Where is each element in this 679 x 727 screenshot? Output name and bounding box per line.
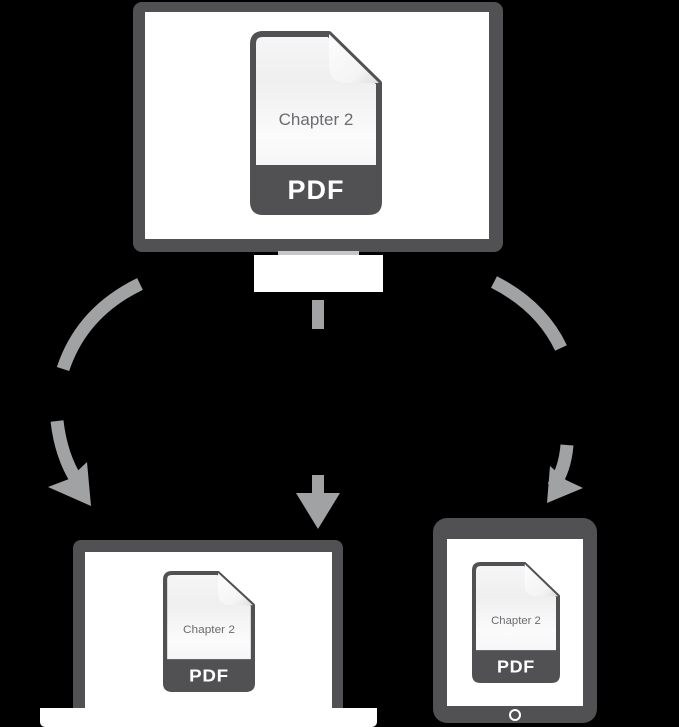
- pdf-badge-label: PDF: [497, 657, 535, 677]
- file-title-label: Chapter 2: [279, 110, 354, 129]
- file-title-label: Chapter 2: [183, 624, 235, 636]
- curved-arrow-right-icon: [490, 276, 583, 503]
- pdf-badge-label: PDF: [189, 665, 229, 685]
- pdf-file-icon-tablet: Chapter 2 PDF: [472, 562, 560, 683]
- monitor-stand-neck: [278, 251, 359, 256]
- curved-arrow-left-icon: [48, 278, 143, 506]
- file-title-label: Chapter 2: [491, 615, 541, 627]
- pdf-badge-label: PDF: [288, 175, 345, 205]
- pdf-file-icon-laptop: Chapter 2 PDF: [163, 571, 255, 692]
- monitor-stand-base: [254, 255, 383, 292]
- laptop-base: [40, 708, 377, 727]
- home-button-circle: [509, 709, 521, 721]
- page-fold-icon: [329, 34, 379, 83]
- pdf-file-icon-monitor: Chapter 2 PDF: [250, 31, 382, 215]
- dashed-arrow-down-icon: [296, 300, 340, 529]
